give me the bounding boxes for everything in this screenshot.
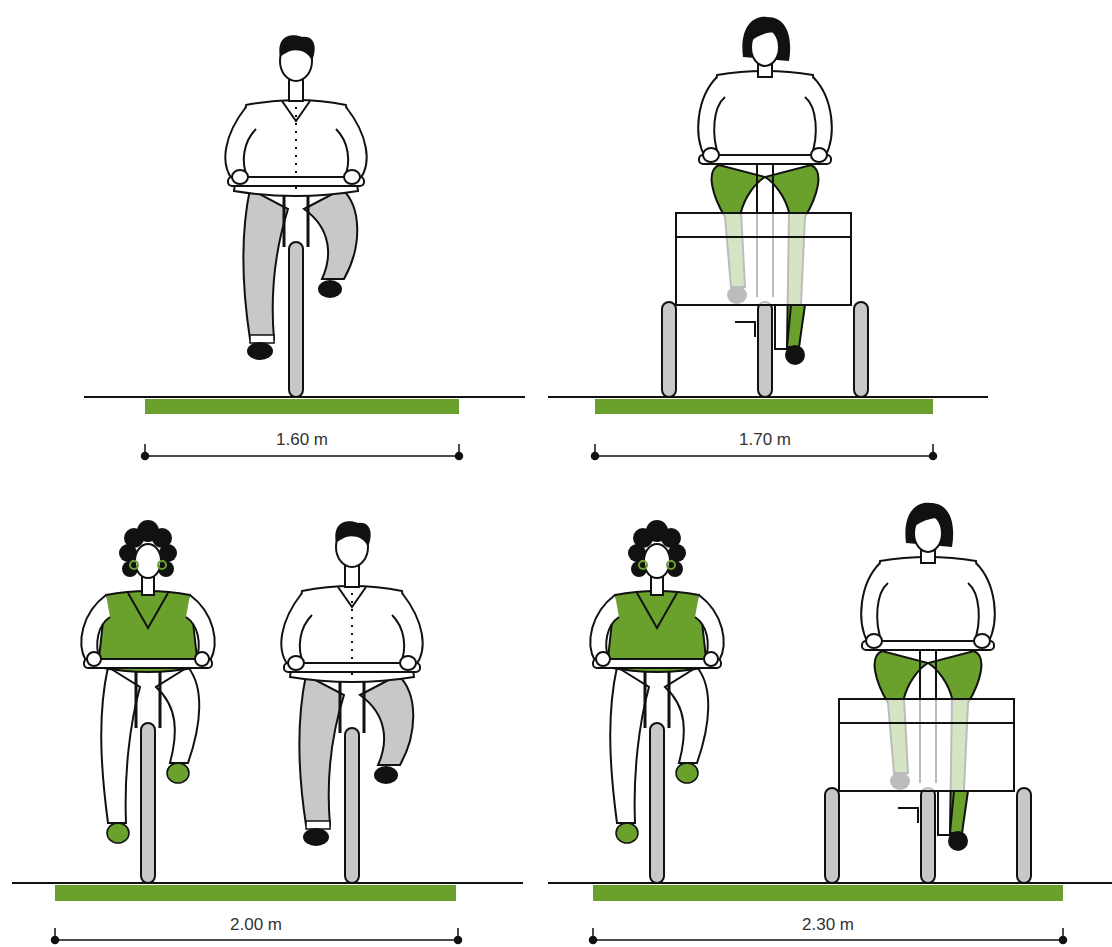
dimension-label: 1.60 m bbox=[273, 430, 331, 450]
cyclist bbox=[281, 521, 422, 883]
dimension-line bbox=[52, 444, 1067, 944]
cyclist bbox=[590, 520, 723, 883]
dimension-label: 1.70 m bbox=[736, 430, 794, 450]
dimension-label: 2.30 m bbox=[799, 915, 857, 935]
cargo-trike bbox=[662, 17, 868, 397]
ground bbox=[12, 397, 1112, 901]
cyclist bbox=[81, 520, 214, 883]
cargo-trike bbox=[825, 503, 1031, 883]
cyclist bbox=[225, 35, 366, 397]
dimension-label: 2.00 m bbox=[227, 915, 285, 935]
